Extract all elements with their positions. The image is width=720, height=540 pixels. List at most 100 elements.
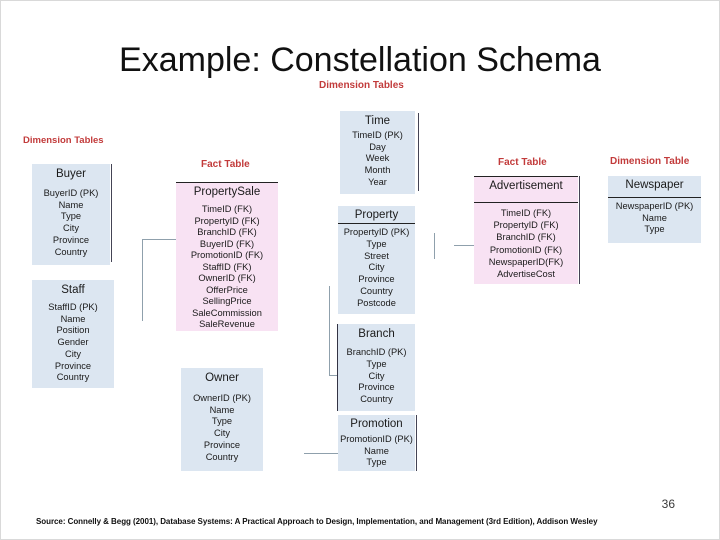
label-dimension-table-right: Dimension Table (610, 156, 690, 167)
connector-propertysale-branch-h (329, 375, 338, 376)
table-field: TimeID (FK) (201, 204, 253, 214)
advertisement-right-border-line (579, 176, 580, 284)
table-field: Country (54, 246, 88, 257)
table-field: Type (644, 224, 665, 235)
table-field: Country (205, 451, 239, 462)
table-field: Type (211, 416, 233, 427)
table-field: BranchID (FK) (496, 232, 556, 243)
table-field: BuyerID (PK) (43, 188, 99, 198)
table-field: StaffID (FK) (202, 261, 252, 272)
table-field: AdvertiseCost (497, 269, 555, 280)
table-field: Province (358, 382, 395, 393)
table-field: PromotionID (FK) (489, 244, 563, 255)
table-field: OfferPrice (206, 284, 248, 295)
table-field: BuyerID (FK) (199, 238, 255, 249)
table-field: OwnerID (PK) (193, 393, 251, 403)
table-field: NewspaperID (PK) (615, 201, 694, 211)
table-field: PromotionID (PK) (340, 434, 413, 444)
table-field-list: TimeID (FK)PropertyID (FK)BranchID (FK)B… (176, 204, 278, 331)
table-field: Gender (57, 337, 89, 348)
table-field: PropertyID (FK) (194, 215, 260, 226)
table-field: Name (209, 404, 235, 415)
table-field: Name (642, 212, 667, 223)
label-fact-table-right: Fact Table (498, 157, 547, 168)
table-field: BranchID (FK) (197, 227, 257, 237)
table-field: City (368, 370, 385, 381)
table-title: Promotion (350, 418, 403, 430)
table-title: Owner (205, 372, 239, 384)
table-title: Time (364, 115, 391, 127)
table-field: City (62, 223, 79, 234)
table-title-rule (608, 197, 701, 198)
table-field: Country (56, 372, 90, 383)
label-dimension-tables-left: Dimension Tables (23, 135, 104, 146)
table-field: Name (60, 313, 86, 324)
table-field: Country (360, 285, 393, 296)
table-field: PropertyID (PK) (343, 227, 410, 237)
table-field: Province (54, 360, 92, 371)
table-field: Province (203, 439, 241, 450)
table-field: Position (56, 325, 90, 336)
table-field: TimeID (PK) (352, 130, 403, 140)
table-field: Day (369, 141, 386, 152)
table-field: Month (364, 165, 391, 176)
table-title: Newspaper (625, 179, 684, 191)
table-title: Property (354, 209, 399, 221)
table-field: Name (364, 445, 389, 456)
label-fact-table-left: Fact Table (201, 159, 250, 170)
table-field: SaleCommission (192, 307, 262, 318)
table-field: Type (60, 211, 82, 222)
source-citation: Source: Connelly & Begg (2001), Database… (36, 517, 598, 526)
table-field: Postcode (357, 297, 396, 308)
table-title: Branch (358, 328, 395, 340)
table-field: TimeID (FK) (500, 208, 552, 218)
table-field: BranchID (PK) (346, 347, 407, 357)
connector-property-advertisement-v (434, 233, 435, 259)
table-field: Type (366, 238, 387, 249)
table-title: Buyer (55, 168, 87, 180)
table-field: Province (52, 234, 90, 245)
connector-property-advertisement-h (454, 245, 474, 246)
table-field: Type (366, 457, 387, 468)
table-field: PropertyID (FK) (493, 220, 559, 231)
table-field: City (64, 348, 81, 359)
table-field: SellingPrice (202, 296, 252, 306)
table-field: SaleRevenue (199, 319, 255, 329)
time-right-border-line (418, 113, 419, 191)
slide-title: Example: Constellation Schema (119, 41, 601, 79)
table-field: City (213, 428, 230, 439)
table-title: Staff (61, 284, 85, 296)
table-field: PromotionID (FK) (190, 250, 264, 260)
table-field: StaffID (PK) (48, 302, 98, 312)
page-number: 36 (661, 497, 675, 511)
table-title: Advertisement (489, 180, 563, 192)
table-field: Province (358, 274, 395, 285)
table-field: Type (366, 358, 387, 369)
label-dimension-tables-top: Dimension Tables (319, 80, 404, 91)
table-title-rule (474, 202, 578, 203)
table-field: Name (58, 199, 84, 210)
table-title: PropertySale (193, 186, 261, 198)
table-field: OwnerID (FK) (198, 273, 256, 283)
table-field: City (368, 262, 385, 273)
table-field: Year (368, 176, 387, 187)
table-field: Week (365, 153, 390, 164)
promotion-right-border-line (416, 415, 417, 471)
